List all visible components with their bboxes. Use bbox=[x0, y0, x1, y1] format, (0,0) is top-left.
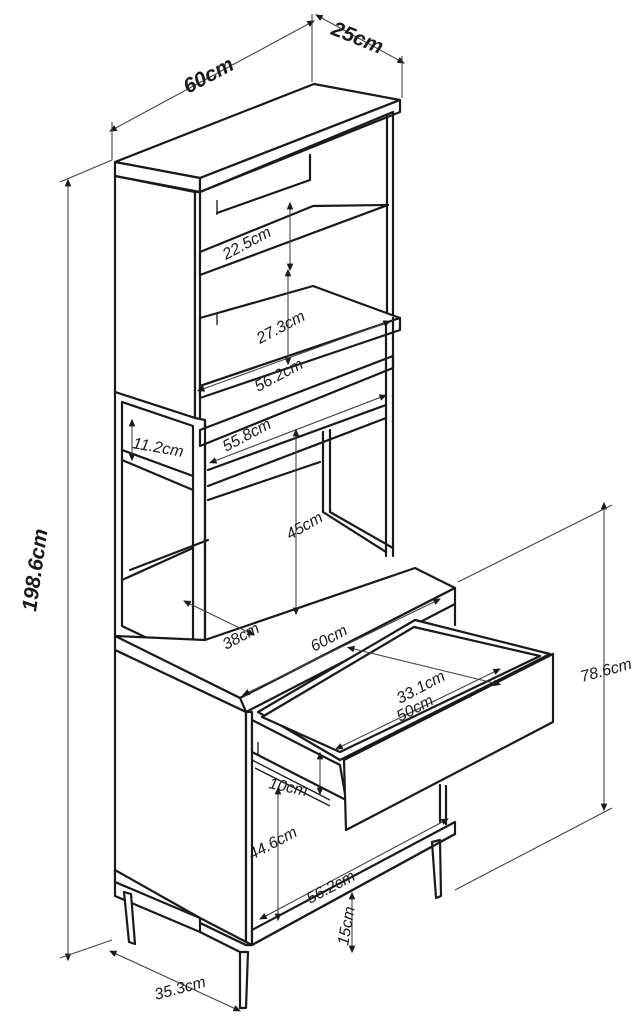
label-leg-height: 15cm bbox=[335, 905, 359, 946]
leg-back-right bbox=[430, 838, 443, 900]
dimension-lines bbox=[59, 14, 613, 1012]
label-top-depth: 25cm bbox=[327, 17, 386, 59]
label-base-opening-height: 44.6cm bbox=[246, 824, 300, 864]
label-base-depth: 35.3cm bbox=[153, 974, 208, 1004]
dimension-labels: 60cm 25cm 198.6cm 22.5cm 27.3cm 56.2cm 5… bbox=[18, 17, 634, 1004]
label-top-width: 60cm bbox=[180, 53, 238, 99]
label-total-height: 198.6cm bbox=[18, 527, 52, 612]
label-base-height: 78.6cm bbox=[579, 656, 634, 686]
label-open-section-height: 45cm bbox=[284, 509, 326, 543]
leg-front-left bbox=[122, 890, 137, 946]
leg-front-right bbox=[238, 950, 250, 1010]
hutch-left-side bbox=[113, 174, 197, 420]
hutch-shelf-upper bbox=[198, 203, 390, 277]
